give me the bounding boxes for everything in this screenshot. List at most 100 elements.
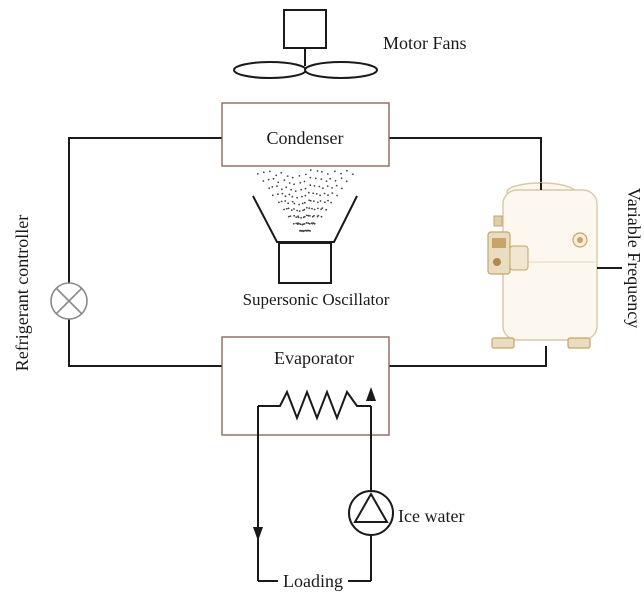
mist-droplet bbox=[288, 182, 291, 184]
mist-droplet bbox=[314, 177, 317, 180]
mist-droplet bbox=[272, 177, 275, 180]
mist-droplet bbox=[267, 178, 270, 181]
mist-droplet bbox=[315, 193, 318, 195]
mist-droplet bbox=[301, 195, 303, 198]
refrigerant-controller-label: Refrigerant controller bbox=[12, 215, 32, 371]
mist-droplet bbox=[303, 230, 305, 232]
mist-droplet bbox=[326, 185, 329, 188]
evaporator-label: Evaporator bbox=[274, 348, 354, 368]
evaporator-box bbox=[221, 336, 390, 436]
loading-label: Loading bbox=[283, 571, 343, 591]
mist-droplet bbox=[305, 206, 308, 209]
mist-droplet bbox=[256, 173, 259, 175]
mist-droplet bbox=[309, 230, 311, 232]
mist-droplet bbox=[307, 222, 310, 225]
mist-droplet bbox=[300, 188, 303, 191]
mist-droplet bbox=[276, 185, 278, 188]
mist-droplet bbox=[298, 222, 300, 225]
mist-droplet bbox=[293, 214, 296, 217]
mist-droplet bbox=[309, 169, 312, 172]
mist-droplet bbox=[277, 181, 280, 184]
mist-droplet bbox=[298, 210, 301, 213]
mist-droplet bbox=[303, 215, 306, 218]
mist-droplet bbox=[305, 222, 308, 224]
mist-droplet bbox=[320, 215, 323, 218]
mist-droplet bbox=[331, 187, 333, 189]
mist-droplet bbox=[327, 194, 329, 197]
mist-droplet bbox=[296, 196, 298, 199]
variable-frequency-label: Variable Frequency bbox=[624, 188, 644, 328]
mist-droplet bbox=[336, 194, 338, 197]
supersonic-oscillator-label: Supersonic Oscillator bbox=[243, 290, 390, 309]
mist-droplet bbox=[299, 223, 302, 226]
mist-droplet bbox=[308, 222, 311, 225]
mist-droplet bbox=[319, 200, 322, 202]
mist-droplet bbox=[324, 201, 326, 204]
mist-droplet bbox=[305, 173, 307, 176]
mist-droplet bbox=[334, 170, 336, 173]
mist-droplet bbox=[322, 187, 324, 190]
mist-droplet bbox=[262, 171, 265, 174]
mist-droplet bbox=[284, 200, 287, 202]
mist-droplet bbox=[306, 229, 309, 232]
mist-droplet bbox=[295, 216, 298, 219]
mist-droplet bbox=[346, 169, 348, 172]
mist-droplet bbox=[321, 207, 324, 210]
mist-droplet bbox=[287, 202, 289, 205]
mist-droplet bbox=[317, 207, 319, 210]
mist-droplet bbox=[280, 200, 283, 203]
mist-droplet bbox=[340, 177, 343, 180]
mist-droplet bbox=[283, 179, 286, 182]
motor-fans-label: Motor Fans bbox=[383, 33, 467, 53]
mist-droplet bbox=[321, 170, 323, 173]
mist-droplet bbox=[309, 184, 312, 187]
condenser-label: Condenser bbox=[267, 128, 344, 148]
mist-droplet bbox=[318, 185, 321, 188]
mist-droplet bbox=[313, 185, 316, 187]
mist-droplet bbox=[278, 201, 280, 204]
mist-droplet bbox=[297, 216, 300, 219]
compressor-icon bbox=[487, 182, 622, 349]
mist-droplet bbox=[335, 184, 338, 187]
condenser-box bbox=[221, 102, 390, 167]
mist-droplet bbox=[289, 215, 292, 218]
mist-droplet bbox=[305, 214, 308, 217]
mist-droplet bbox=[316, 170, 319, 172]
mist-droplet bbox=[293, 202, 296, 205]
mist-droplet bbox=[340, 172, 342, 175]
mist-droplet bbox=[281, 192, 284, 195]
mist-droplet bbox=[298, 203, 300, 206]
fan-icon bbox=[233, 9, 378, 79]
mist-droplet bbox=[312, 200, 315, 203]
mist-spray bbox=[256, 169, 354, 233]
mist-droplet bbox=[293, 208, 295, 210]
mist-droplet bbox=[330, 201, 332, 204]
mist-droplet bbox=[287, 207, 290, 210]
mist-droplet bbox=[334, 179, 337, 182]
mist-droplet bbox=[331, 192, 334, 195]
mist-droplet bbox=[290, 188, 292, 191]
mist-droplet bbox=[291, 195, 294, 198]
mist-droplet bbox=[280, 188, 283, 191]
mist-droplet bbox=[298, 175, 301, 177]
mist-droplet bbox=[303, 201, 306, 204]
mist-droplet bbox=[317, 214, 320, 217]
mist-droplet bbox=[303, 180, 306, 183]
oscillator-icon bbox=[252, 195, 358, 284]
mist-droplet bbox=[319, 194, 321, 197]
mist-droplet bbox=[291, 176, 294, 179]
mist-droplet bbox=[303, 208, 306, 211]
mist-droplet bbox=[286, 175, 289, 178]
mist-droplet bbox=[327, 199, 329, 202]
mist-droplet bbox=[271, 194, 274, 197]
mist-droplet bbox=[303, 223, 306, 225]
mist-droplet bbox=[294, 190, 297, 193]
mist-droplet bbox=[284, 195, 287, 198]
mist-droplet bbox=[283, 208, 285, 211]
mist-droplet bbox=[275, 174, 278, 177]
ice-water-label: Ice water bbox=[398, 506, 464, 526]
mist-droplet bbox=[287, 215, 290, 218]
mist-droplet bbox=[262, 180, 265, 182]
mist-droplet bbox=[290, 209, 293, 212]
